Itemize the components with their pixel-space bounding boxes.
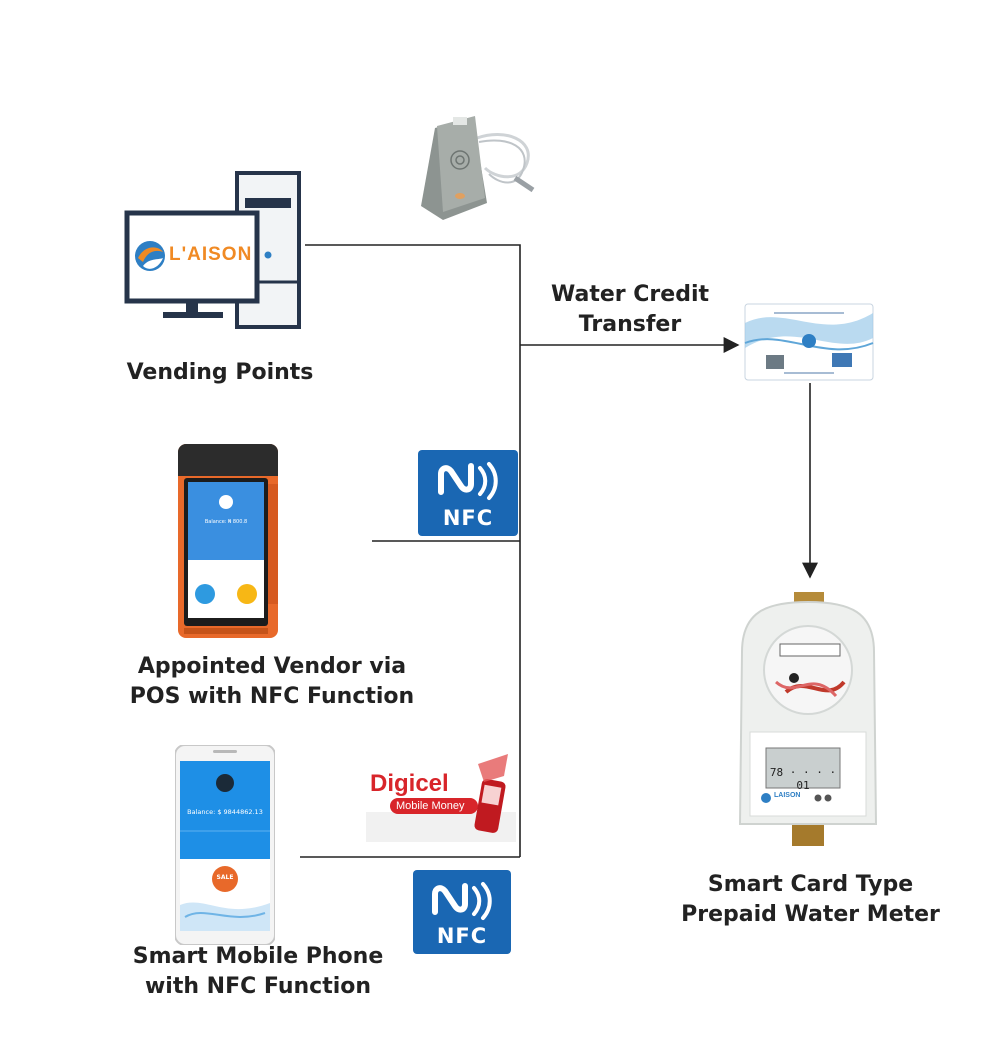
nfc-badge-phone-text: NFC: [436, 924, 488, 948]
vending-points-label-line1: Vending Points: [126, 360, 314, 385]
pos-label: Appointed Vendor via POS with NFC Functi…: [110, 652, 434, 712]
nfc-badge-pos-text: NFC: [442, 506, 494, 530]
pos-terminal-illustration: Balance: ₦ 800.8: [178, 444, 278, 638]
pos-label-line1: Appointed Vendor via: [137, 654, 407, 679]
nfc-badge-phone: NFC: [413, 870, 511, 954]
meter-brand-text: LAISON: [774, 792, 801, 799]
phone-balance-text: Balance: $ 9844862.13: [187, 808, 263, 816]
meter-label: Smart Card Type Prepaid Water Meter: [668, 870, 953, 930]
pos-balance-text: Balance: ₦ 800.8: [204, 519, 248, 525]
meter-label-line2: Prepaid Water Meter: [681, 902, 940, 927]
card-reader-illustration: [415, 108, 545, 228]
vending-points-label: Vending Points: [100, 358, 340, 388]
line-vending: [305, 244, 521, 345]
nfc-badge-pos: NFC: [418, 450, 518, 536]
digicel-brand-text: Digicel: [370, 770, 449, 797]
digicel-sub-text: Mobile Money: [396, 800, 465, 812]
laison-logo: L'AISON: [133, 236, 251, 276]
transfer-label-line2: Transfer: [578, 312, 682, 337]
phone-label-line2: with NFC Function: [144, 974, 372, 999]
smartphone-illustration: Balance: $ 9844862.13 SALE: [174, 744, 276, 946]
phone-sale-text: SALE: [216, 874, 234, 881]
smart-card-illustration: [744, 303, 874, 381]
nfc-icon: [432, 882, 492, 920]
meter-display-text: 78 · · · · 01: [769, 766, 837, 792]
laison-logo-text: L'AISON: [169, 244, 253, 265]
water-meter-illustration: 78 · · · · 01 LAISON: [736, 592, 880, 847]
phone-label: Smart Mobile Phone with NFC Function: [110, 942, 406, 1002]
nfc-icon: [438, 462, 498, 500]
meter-label-line1: Smart Card Type: [707, 872, 914, 897]
transfer-label-line1: Water Credit: [551, 282, 709, 307]
phone-label-line1: Smart Mobile Phone: [132, 944, 384, 969]
pos-label-line2: POS with NFC Function: [129, 684, 415, 709]
water-credit-transfer-label: Water Credit Transfer: [520, 280, 740, 340]
digicel-mobile-money-logo: Digicel Mobile Money: [366, 752, 516, 842]
